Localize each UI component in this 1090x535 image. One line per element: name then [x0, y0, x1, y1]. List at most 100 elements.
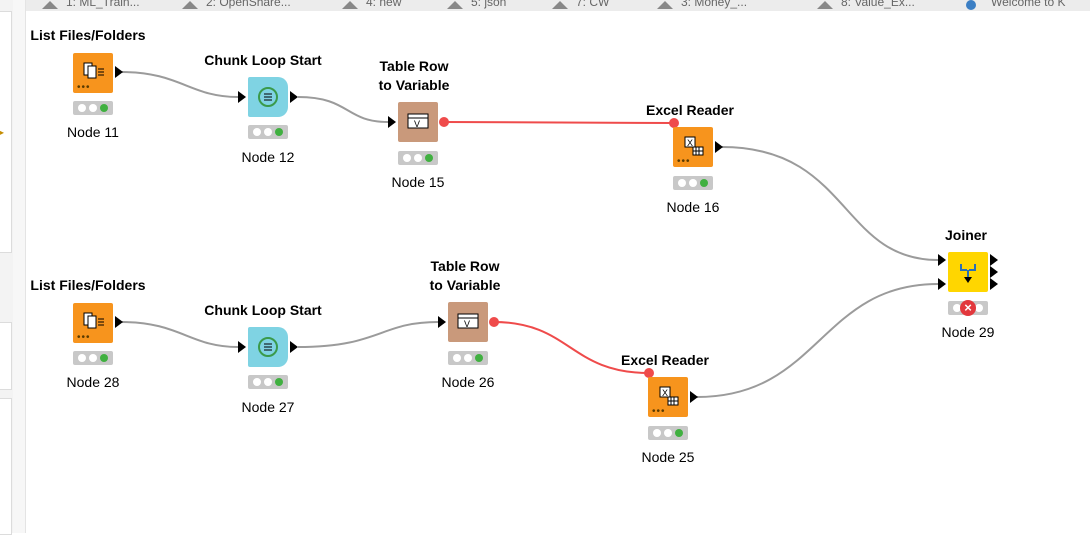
node-menu-dots[interactable]: •••	[652, 406, 666, 417]
tab-openshare[interactable]: 2: OpenShare...	[180, 0, 291, 10]
tab-json[interactable]: 5: json	[445, 0, 506, 10]
editor-tab-strip: 1: ML_Train... 2: OpenShare... 4: new 5:…	[0, 0, 1090, 11]
node-name[interactable]: Node 27	[241, 399, 295, 415]
node-name[interactable]: Node 12	[241, 149, 295, 165]
excel-reader-icon: X	[659, 386, 679, 406]
connection-wire[interactable]	[721, 146, 939, 261]
table-row-to-variable-node[interactable]: V	[448, 302, 488, 342]
svg-text:X: X	[687, 138, 693, 148]
variable-out-port[interactable]	[439, 117, 449, 127]
tab-title: 8: Value_Ex...	[841, 0, 915, 9]
out-port[interactable]	[990, 254, 998, 266]
out-port[interactable]	[715, 141, 723, 153]
globe-icon	[965, 0, 985, 10]
node-title[interactable]: Joiner	[944, 227, 988, 243]
node-title[interactable]: List Files/Folders	[30, 277, 146, 293]
status-traffic-light	[73, 351, 113, 365]
node-title-line: to Variable	[429, 277, 501, 293]
node-menu-dots[interactable]: •••	[677, 156, 691, 167]
error-status-icon[interactable]: ×	[960, 300, 976, 316]
node-title[interactable]: Chunk Loop Start	[204, 302, 322, 318]
connection-wire[interactable]	[696, 283, 939, 398]
variable-out-port[interactable]	[489, 317, 499, 327]
variable-in-port[interactable]	[669, 118, 679, 128]
out-port[interactable]	[990, 266, 998, 278]
status-traffic-light	[648, 426, 688, 440]
excel-reader-node[interactable]: X •••	[648, 377, 688, 417]
tab-title: 3: Money_...	[681, 0, 748, 9]
node-name[interactable]: Node 29	[941, 324, 995, 340]
excel-reader-node[interactable]: X •••	[673, 127, 713, 167]
out-port[interactable]	[690, 391, 698, 403]
in-port[interactable]	[238, 91, 246, 103]
node-title[interactable]: Excel Reader	[621, 352, 709, 368]
tab-title: 5: json	[471, 0, 507, 9]
out-port[interactable]	[115, 316, 123, 328]
out-port[interactable]	[290, 91, 298, 103]
status-traffic-light	[398, 151, 438, 165]
row-to-variable-icon: V	[457, 313, 479, 329]
joiner-node[interactable]	[948, 252, 988, 292]
svg-text:X: X	[662, 388, 668, 398]
port-arrows	[115, 66, 998, 403]
left-side-panel: ▸	[0, 0, 13, 535]
node-menu-dots[interactable]: •••	[77, 82, 91, 93]
table-row-to-variable-node[interactable]: V	[398, 102, 438, 142]
tab-new[interactable]: 4: new	[340, 0, 401, 10]
in-port[interactable]	[938, 278, 946, 290]
joiner-icon	[960, 264, 976, 283]
tab-ml-train[interactable]: 1: ML_Train...	[40, 0, 140, 10]
out-port[interactable]	[115, 66, 123, 78]
tab-money[interactable]: 3: Money_...	[655, 0, 747, 10]
out-port[interactable]	[290, 341, 298, 353]
connection-wire[interactable]	[121, 71, 239, 98]
row-to-variable-icon: V	[407, 113, 429, 129]
tab-welcome[interactable]: Welcome to K	[965, 0, 1065, 10]
list-files-node[interactable]: •••	[73, 303, 113, 343]
in-port[interactable]	[388, 116, 396, 128]
status-traffic-light	[673, 176, 713, 190]
chunk-loop-start-node[interactable]	[248, 327, 288, 367]
in-port[interactable]	[938, 254, 946, 266]
tab-title: 7: CW	[576, 0, 610, 9]
list-files-node[interactable]: •••	[73, 53, 113, 93]
in-port[interactable]	[438, 316, 446, 328]
node-menu-dots[interactable]: •••	[77, 332, 91, 343]
node-title[interactable]: Excel Reader	[646, 102, 734, 118]
tab-cw[interactable]: 7: CW	[550, 0, 609, 10]
tab-title: 4: new	[366, 0, 402, 9]
variable-ports	[439, 117, 679, 378]
chunk-loop-start-node[interactable]	[248, 77, 288, 117]
tab-title: 1: ML_Train...	[66, 0, 140, 9]
tab-value-ex[interactable]: 8: Value_Ex...	[815, 0, 915, 10]
node-name[interactable]: Node 15	[391, 174, 445, 190]
side-panel-section	[0, 11, 12, 253]
out-port[interactable]	[990, 278, 998, 290]
list-files-icon	[83, 62, 104, 79]
node-title-line: to Variable	[378, 77, 450, 93]
node-name[interactable]: Node 28	[66, 374, 120, 390]
node-name[interactable]: Node 11	[67, 124, 119, 140]
in-port[interactable]	[238, 341, 246, 353]
connection-wire[interactable]	[297, 321, 439, 348]
tab-title: 2: OpenShare...	[206, 0, 291, 9]
panel-divider[interactable]	[13, 0, 26, 533]
node-name[interactable]: Node 16	[666, 199, 720, 215]
status-traffic-light	[248, 375, 288, 389]
node-title[interactable]: List Files/Folders	[30, 27, 146, 43]
workflow-icon	[180, 0, 200, 9]
node-name[interactable]: Node 26	[441, 374, 495, 390]
flow-variable-wire[interactable]	[493, 321, 650, 374]
node-title[interactable]: Chunk Loop Start	[204, 52, 322, 68]
connection-wire[interactable]	[121, 321, 239, 348]
connection-wire[interactable]	[297, 96, 389, 123]
node-name[interactable]: Node 25	[641, 449, 695, 465]
flow-variable-wire[interactable]	[443, 121, 675, 124]
variable-in-port[interactable]	[644, 368, 654, 378]
status-traffic-light	[448, 351, 488, 365]
collapse-marker-icon[interactable]: ▸	[0, 128, 5, 137]
